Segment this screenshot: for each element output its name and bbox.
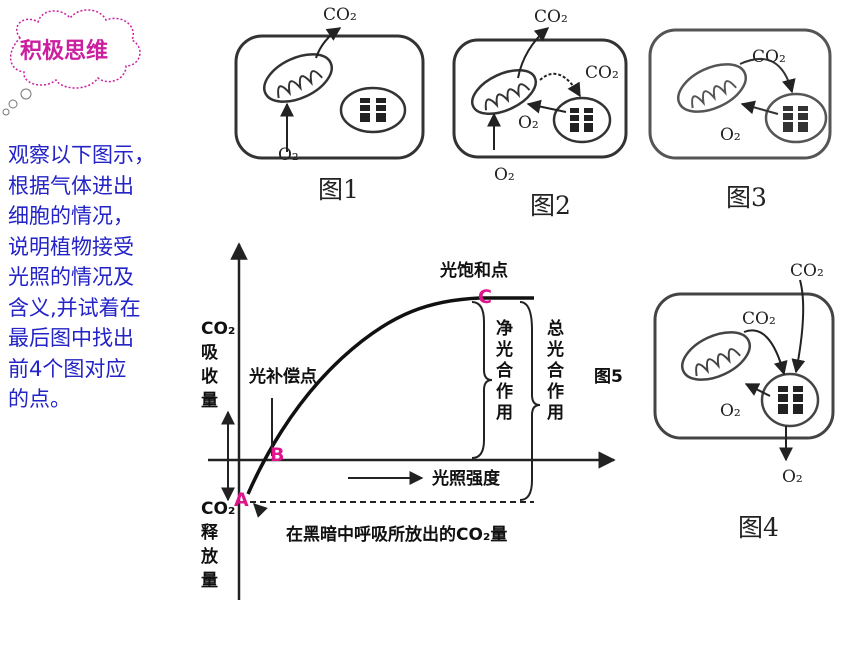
chloroplast-icon	[681, 331, 751, 381]
chloroplast-icon	[263, 53, 333, 103]
point-a: A	[234, 489, 249, 511]
fig4-side-o2: O₂	[720, 401, 741, 421]
y-axis-bottom-label: CO₂ 释放量	[200, 499, 235, 591]
x-axis-label: 光照强度	[431, 468, 501, 489]
prompt-line: 光照的情况及	[8, 265, 134, 289]
fig2-top-gas: CO₂	[534, 7, 568, 27]
fig4-label: 图4	[738, 513, 779, 542]
dark-respiration-label: 在黑暗中呼吸所放出的CO₂量	[286, 524, 507, 545]
fig2-bottom-gas: O₂	[494, 165, 515, 185]
fig3-label: 图3	[726, 183, 767, 212]
prompt-line: 观察以下图示，	[8, 143, 155, 167]
fig1-top-gas: CO₂	[323, 5, 357, 25]
fig2-label: 图2	[530, 191, 571, 220]
saturation-point-label: 光饱和点	[439, 260, 508, 281]
fig3-side-co2: CO₂	[752, 47, 786, 67]
y-axis-top-label-line: CO₂	[201, 319, 235, 339]
net-photosynthesis-char: 净	[496, 318, 513, 339]
mitochondrion-icon	[339, 86, 407, 134]
net-photosynthesis-char: 作	[496, 381, 513, 402]
total-photosynthesis-char: 光	[546, 339, 564, 360]
prompt-line: 含义,并试着在	[8, 295, 141, 320]
prompt-line: 前4个图对应	[8, 356, 127, 381]
thought-bubble: 积极思维	[2, 9, 141, 116]
mitochondrion-icon	[764, 92, 828, 144]
prompt-line: 最后图中找出	[8, 326, 134, 350]
fig1-label: 图1	[318, 175, 359, 204]
y-axis-top-label-line: 吸	[201, 343, 219, 363]
y-axis-top-label-line: 量	[201, 390, 218, 411]
net-photosynthesis-char: 合	[496, 360, 514, 381]
prompt-text: 观察以下图示， 根据气体进出细胞的情况， 说明植物接受光照的情况及含义,并试着在最后…	[8, 140, 198, 415]
y-axis-top-label-line: 收	[201, 366, 218, 387]
mitochondrion-icon	[760, 372, 820, 428]
prompt-line: 根据气体进出	[8, 173, 134, 198]
total-photosynthesis-char: 合	[547, 360, 565, 381]
compensation-point-label: 光补偿点	[248, 366, 317, 387]
fig4-top-gas: CO₂	[790, 261, 824, 281]
y-axis-bottom-label-line: 释	[201, 522, 219, 543]
y-axis-bottom-label-line: CO₂	[201, 499, 235, 519]
total-photosynthesis-char: 总	[547, 318, 564, 339]
figure-4: CO₂ CO₂ O₂ O₂ 图4	[653, 261, 835, 542]
net-photosynthesis-char: 光	[495, 339, 513, 360]
chloroplast-icon	[471, 69, 537, 115]
prompt-line: 的点。	[8, 387, 71, 411]
fig2-side-o2: O₂	[518, 113, 539, 133]
prompt-line: 说明植物接受	[8, 234, 134, 259]
y-axis-bottom-label-line: 量	[201, 570, 218, 591]
point-c: C	[478, 286, 492, 308]
point-b: B	[270, 444, 284, 466]
fig1-bottom-gas: O₂	[278, 145, 299, 165]
photosynthesis-curve	[246, 296, 534, 495]
total-photosynthesis-char: 用	[547, 403, 564, 423]
y-axis-bottom-label-line: 放	[200, 546, 219, 567]
figure-3: CO₂ O₂ 图3	[648, 28, 832, 212]
net-photosynthesis-char: 用	[496, 403, 513, 423]
chloroplast-icon	[677, 63, 747, 113]
fig5-label: 图5	[594, 367, 623, 387]
total-photosynthesis-char: 作	[547, 381, 564, 402]
fig2-side-co2: CO₂	[585, 63, 619, 83]
fig3-side-o2: O₂	[720, 125, 741, 145]
mitochondrion-icon	[552, 96, 612, 144]
prompt-line: 细胞的情况，	[8, 204, 134, 228]
y-axis-top-label: CO₂ 吸收量	[201, 319, 235, 411]
figure-1: CO₂ O₂ 图1	[234, 5, 425, 204]
fig4-bottom-gas: O₂	[782, 467, 803, 487]
fig4-side-co2: CO₂	[742, 309, 776, 329]
figure-2: CO₂ CO₂ O₂ O₂ 图2	[452, 7, 628, 220]
callout-label: 积极思维	[20, 38, 108, 64]
